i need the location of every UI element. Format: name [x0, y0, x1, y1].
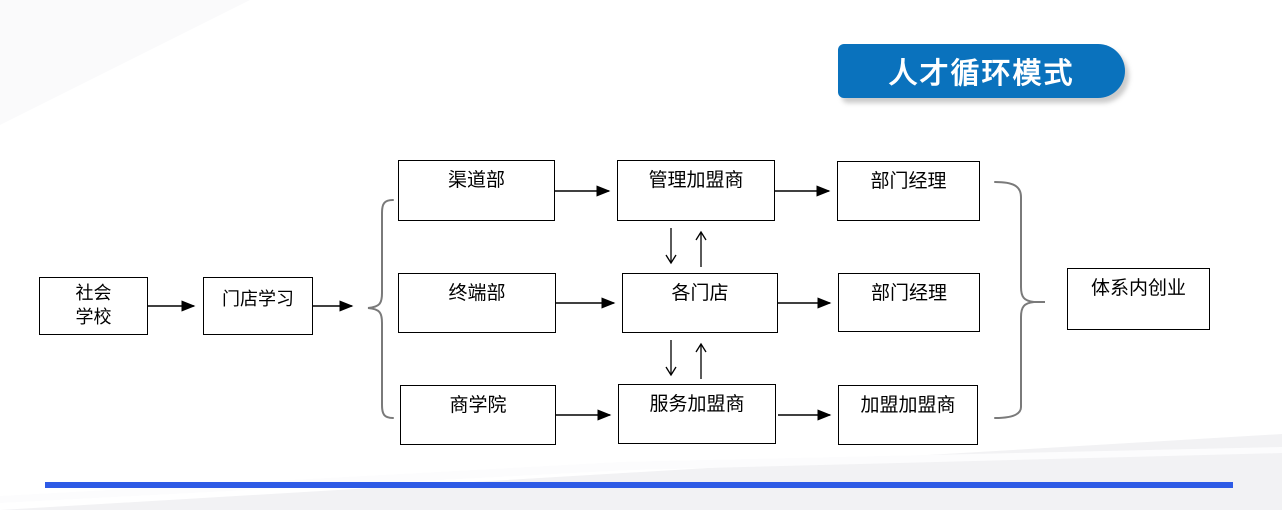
- page-title: 人才循环模式: [888, 58, 1075, 90]
- node-terminal-dept: 终端部: [398, 273, 556, 333]
- node-dept-manager-1: 部门经理: [837, 161, 980, 221]
- right-brace: [994, 181, 1045, 419]
- node-social-school-line2: 学校: [75, 307, 112, 328]
- node-store-learning: 门店学习: [203, 277, 313, 335]
- bottom-accent-line: [45, 482, 1233, 488]
- decor-bottom-band: [0, 434, 1282, 510]
- node-channel-dept: 渠道部: [398, 160, 555, 221]
- node-service-franchisee: 服务加盟商: [618, 384, 776, 444]
- node-social-school-line1: 社会: [75, 283, 112, 304]
- decor-topleft-triangle: [0, 0, 250, 125]
- node-managed-franchisee: 管理加盟商: [617, 160, 775, 221]
- title-banner: 人才循环模式: [838, 44, 1125, 98]
- left-brace: [367, 199, 394, 419]
- node-franchise-franchisee: 加盟加盟商: [838, 385, 978, 445]
- node-each-store: 各门店: [622, 273, 778, 333]
- decor-bottom-streak: [0, 447, 1282, 503]
- node-dept-manager-2: 部门经理: [838, 273, 980, 332]
- node-social-school: 社会 学校: [39, 277, 148, 335]
- node-business-school: 商学院: [400, 385, 556, 445]
- node-in-system-startup: 体系内创业: [1067, 268, 1210, 330]
